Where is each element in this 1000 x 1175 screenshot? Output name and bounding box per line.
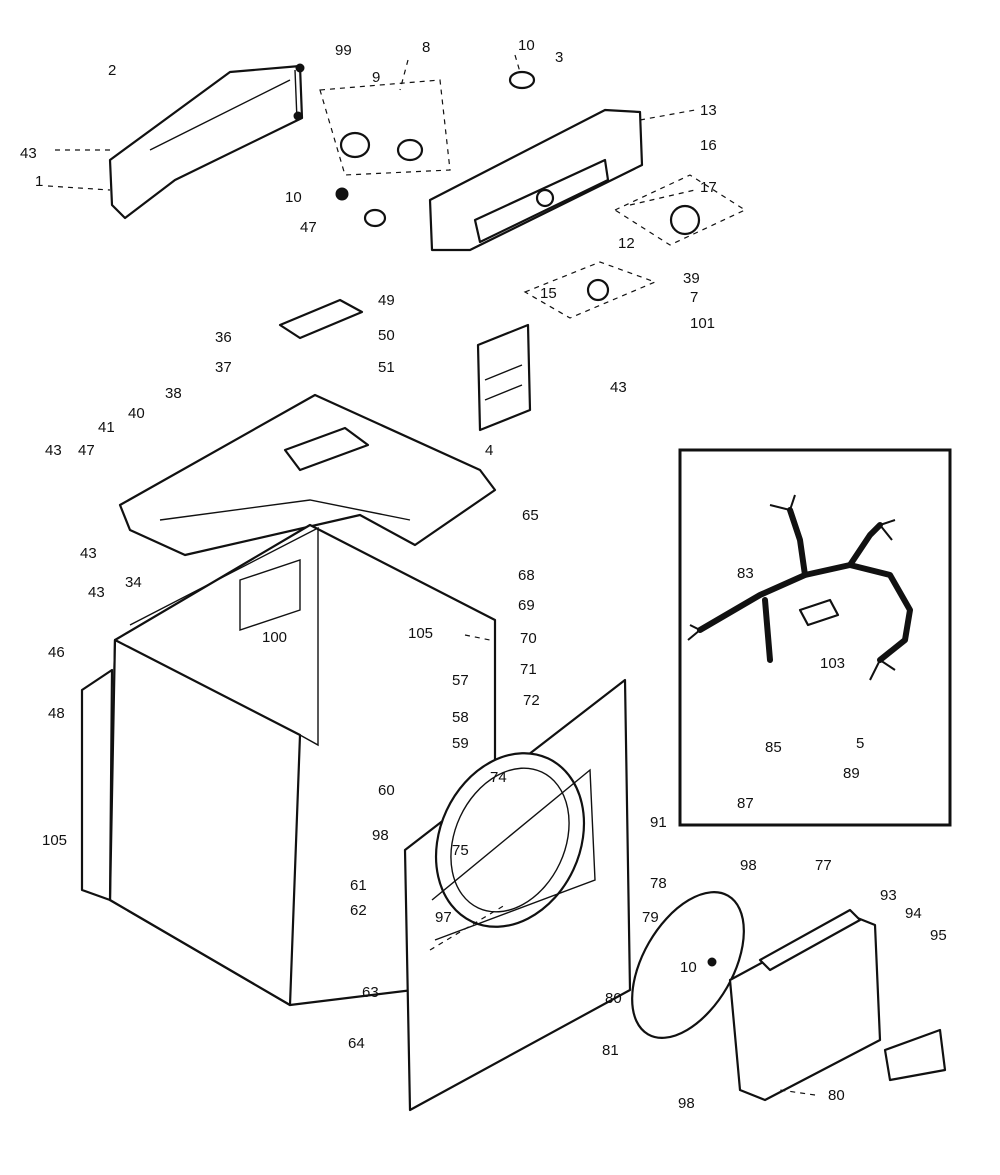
label-part-3: 3 <box>555 49 563 66</box>
label-part-59: 59 <box>452 735 469 752</box>
label-part-5: 5 <box>856 735 864 752</box>
label-part-60: 60 <box>378 782 395 799</box>
top-cover <box>118 393 497 557</box>
label-part-93: 93 <box>880 887 897 904</box>
label-part-68: 68 <box>518 567 535 584</box>
label-part-105: 105 <box>42 832 67 849</box>
label-part-80: 80 <box>605 990 622 1007</box>
label-part-51: 51 <box>378 359 395 376</box>
label-part-75: 75 <box>452 842 469 859</box>
label-part-15: 15 <box>540 285 557 302</box>
label-part-98: 98 <box>372 827 389 844</box>
label-part-87: 87 <box>737 795 754 812</box>
label-part-99: 99 <box>335 42 352 59</box>
label-part-89: 89 <box>843 765 860 782</box>
selector-knob <box>523 261 657 319</box>
label-part-43: 43 <box>610 379 627 396</box>
label-part-39: 39 <box>683 270 700 287</box>
label-part-65: 65 <box>522 507 539 524</box>
rear-bracket <box>108 63 305 220</box>
label-part-1: 1 <box>35 173 43 190</box>
control-panel <box>428 108 644 252</box>
label-part-9: 9 <box>372 69 380 86</box>
label-part-81: 81 <box>602 1042 619 1059</box>
front-panel <box>403 678 632 1112</box>
label-part-98: 98 <box>740 857 757 874</box>
label-part-13: 13 <box>700 102 717 119</box>
label-part-85: 85 <box>765 739 782 756</box>
label-part-71: 71 <box>520 661 537 678</box>
label-part-4: 4 <box>485 442 493 459</box>
label-part-98: 98 <box>678 1095 695 1112</box>
door <box>631 891 745 1039</box>
label-part-77: 77 <box>815 857 832 874</box>
label-part-36: 36 <box>215 329 232 346</box>
label-part-80: 80 <box>828 1087 845 1104</box>
label-part-43: 43 <box>80 545 97 562</box>
label-part-91: 91 <box>650 814 667 831</box>
label-part-58: 58 <box>452 709 469 726</box>
label-part-10: 10 <box>518 37 535 54</box>
label-part-79: 79 <box>642 909 659 926</box>
label-part-10: 10 <box>680 959 697 976</box>
timer-knob <box>613 174 747 246</box>
label-part-16: 16 <box>700 137 717 154</box>
label-part-95: 95 <box>930 927 947 944</box>
label-part-62: 62 <box>350 902 367 919</box>
label-part-8: 8 <box>422 39 430 56</box>
label-part-69: 69 <box>518 597 535 614</box>
label-part-43: 43 <box>20 145 37 162</box>
label-part-63: 63 <box>362 984 379 1001</box>
label-part-100: 100 <box>262 629 287 646</box>
leader-lines <box>47 54 816 1096</box>
label-part-105: 105 <box>408 625 433 642</box>
label-part-57: 57 <box>452 672 469 689</box>
label-part-97: 97 <box>435 909 452 926</box>
label-part-34: 34 <box>125 574 142 591</box>
door-panel <box>728 908 947 1102</box>
label-part-78: 78 <box>650 875 667 892</box>
label-part-74: 74 <box>490 769 507 786</box>
callout-labels: 99 8 10 3 2 9 13 43 16 1 17 10 47 12 39 … <box>20 37 947 1112</box>
label-part-40: 40 <box>128 405 145 422</box>
label-part-47: 47 <box>78 442 95 459</box>
harness-inset <box>678 448 952 827</box>
label-part-50: 50 <box>378 327 395 344</box>
label-part-46: 46 <box>48 644 65 661</box>
label-part-49: 49 <box>378 292 395 309</box>
lint-cover <box>278 298 364 340</box>
label-part-94: 94 <box>905 905 922 922</box>
label-part-64: 64 <box>348 1035 365 1052</box>
label-part-2: 2 <box>108 62 116 79</box>
label-part-72: 72 <box>523 692 540 709</box>
label-part-61: 61 <box>350 877 367 894</box>
label-part-38: 38 <box>165 385 182 402</box>
knob-group <box>319 70 536 228</box>
label-part-43: 43 <box>45 442 62 459</box>
label-part-17: 17 <box>700 179 717 196</box>
label-part-41: 41 <box>98 419 115 436</box>
label-part-101: 101 <box>690 315 715 332</box>
label-part-70: 70 <box>520 630 537 647</box>
label-part-47: 47 <box>300 219 317 236</box>
cabinet <box>80 523 497 1007</box>
bracket-4 <box>476 323 532 432</box>
label-part-43: 43 <box>88 584 105 601</box>
label-part-10: 10 <box>285 189 302 206</box>
label-part-103: 103 <box>820 655 845 672</box>
label-part-7: 7 <box>690 289 698 306</box>
label-part-83: 83 <box>737 565 754 582</box>
label-part-37: 37 <box>215 359 232 376</box>
label-part-48: 48 <box>48 705 65 722</box>
label-part-12: 12 <box>618 235 635 252</box>
